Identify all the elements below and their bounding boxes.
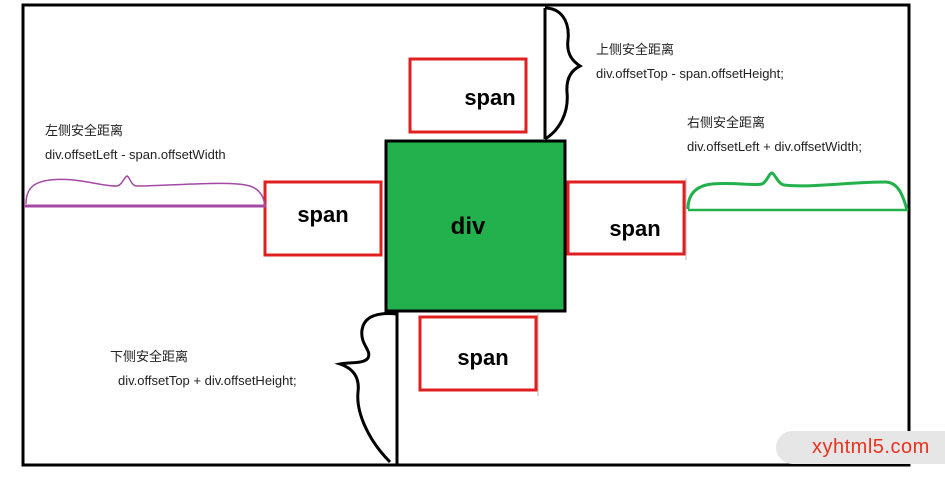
- right-span-box: [566, 180, 686, 256]
- top-note-formula: div.offsetTop - span.offsetHeight;: [596, 66, 784, 81]
- bottom-note-formula: div.offsetTop + div.offsetHeight;: [118, 373, 297, 388]
- center-div-box: [384, 139, 567, 313]
- watermark-badge: [776, 431, 945, 464]
- left-span-box: [263, 180, 383, 257]
- top-span-label: span: [464, 85, 515, 110]
- bottom-span-box: [418, 315, 538, 392]
- bottom-span-label: span: [457, 345, 508, 370]
- bottom-note-title: 下侧安全距离: [110, 349, 188, 364]
- center-div-label: div: [451, 213, 486, 240]
- left-note-formula: div.offsetLeft - span.offsetWidth: [45, 147, 226, 162]
- container-frame: [21, 3, 911, 467]
- left-note-title: 左侧安全距离: [45, 123, 123, 138]
- right-note-formula: div.offsetLeft + div.offsetWidth;: [687, 139, 862, 154]
- right-span-label: span: [609, 216, 660, 241]
- bottom-distance-brace: [334, 312, 398, 464]
- left-span-label: span: [297, 202, 348, 227]
- right-distance-brace: [686, 171, 909, 211]
- top-distance-brace: [544, 6, 583, 141]
- top-span-box: [408, 57, 528, 134]
- top-note-title: 上侧安全距离: [596, 42, 674, 57]
- left-distance-brace: [25, 175, 266, 206]
- right-note-title: 右侧安全距离: [687, 115, 765, 130]
- watermark-text: xyhtml5.com: [812, 436, 930, 458]
